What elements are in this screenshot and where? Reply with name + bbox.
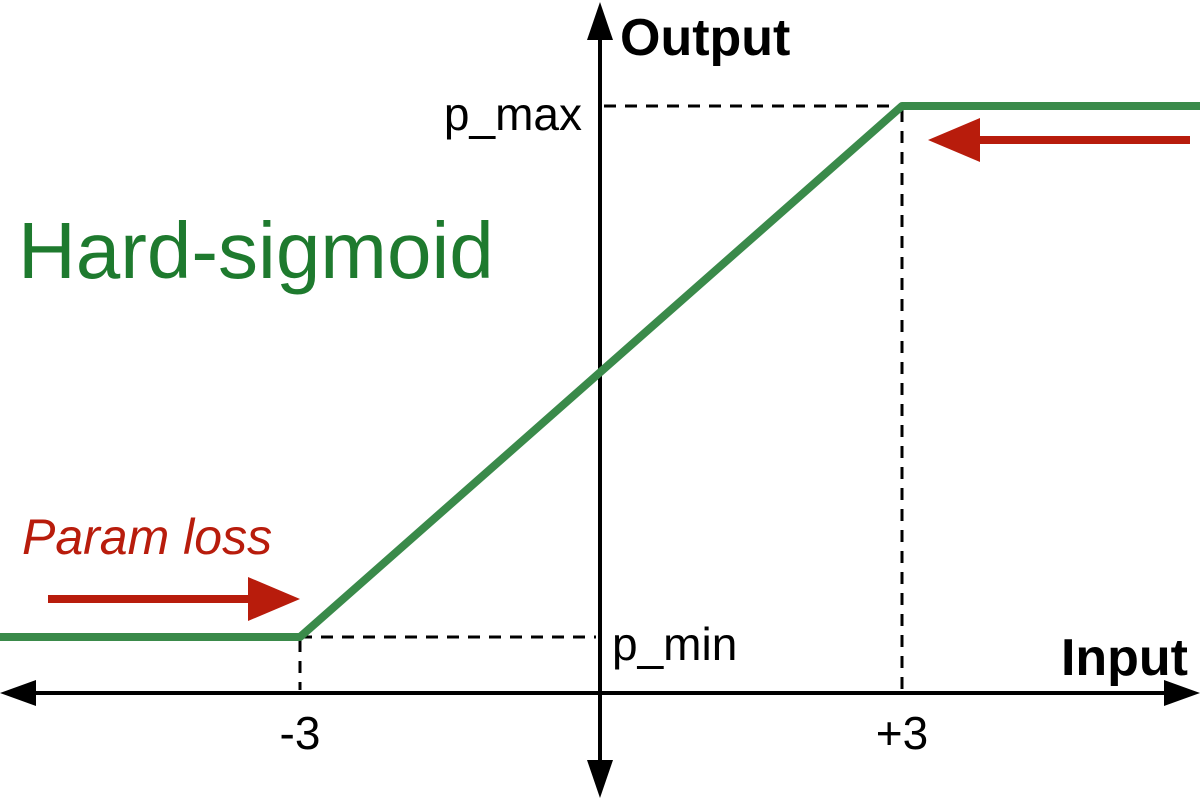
x-axis-left-arrowhead: [0, 680, 36, 706]
hard-sigmoid-curve: [0, 102, 1200, 641]
param-loss-arrow-right-head: [928, 118, 980, 162]
x-axis-title: Input: [1061, 629, 1188, 687]
x-axis-right-arrowhead: [1164, 680, 1200, 706]
diagram-title: Hard-sigmoid: [18, 206, 494, 295]
p-max-label: p_max: [444, 88, 582, 140]
param-loss-label: Param loss: [22, 509, 272, 565]
plus-three-label: +3: [876, 707, 928, 759]
minus-three-label: -3: [280, 707, 321, 759]
p-min-label: p_min: [612, 618, 737, 670]
y-axis-bottom-arrowhead: [587, 760, 613, 798]
y-axis-title: Output: [620, 9, 790, 67]
param-loss-arrow-left-head: [248, 577, 300, 621]
y-axis-top-arrowhead: [587, 2, 613, 40]
